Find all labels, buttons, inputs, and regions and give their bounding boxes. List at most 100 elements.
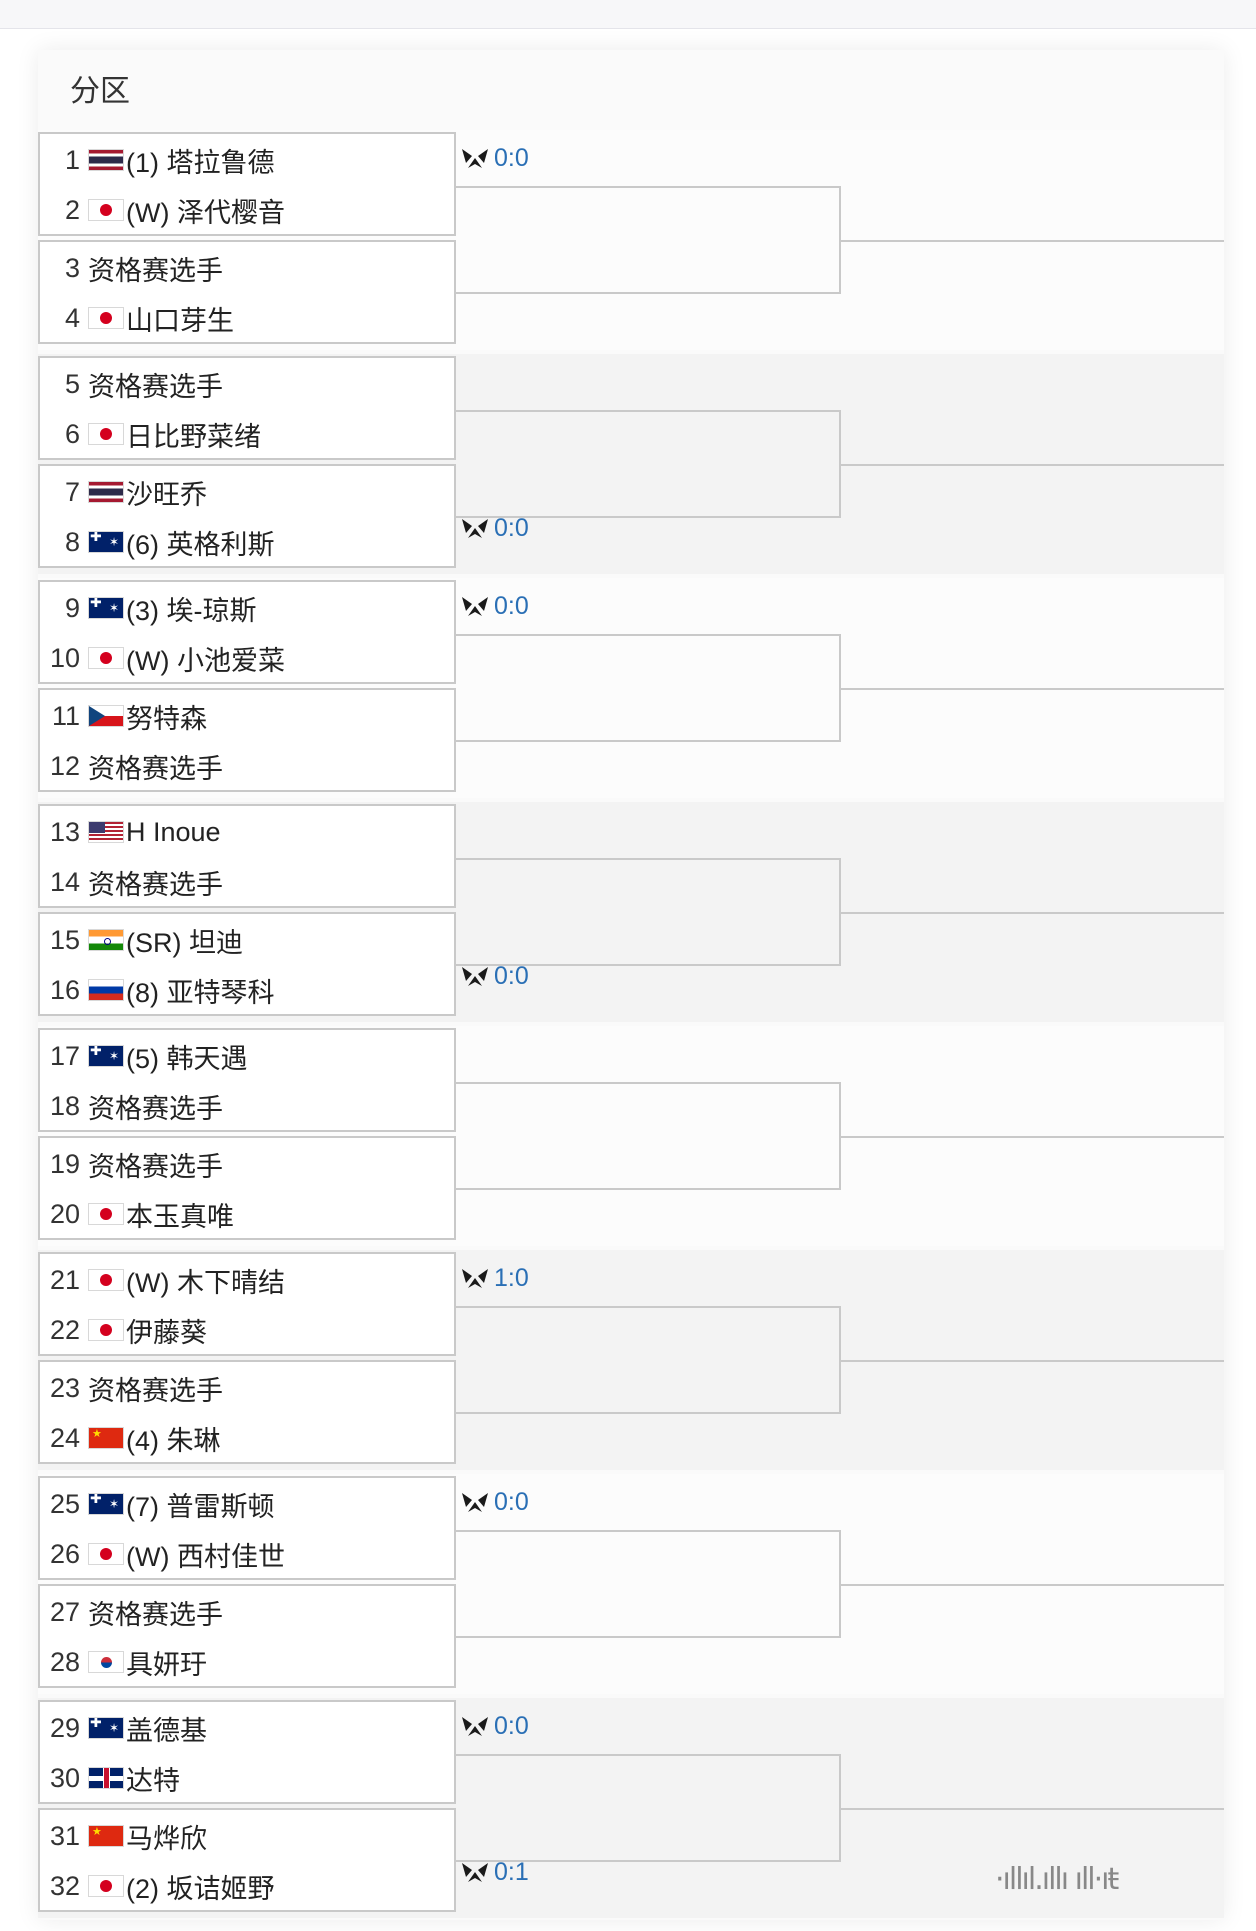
- player-name[interactable]: 山口芽生: [126, 305, 234, 336]
- player-name[interactable]: H Inoue: [126, 816, 221, 847]
- h2h-score[interactable]: 0:0: [460, 1488, 529, 1517]
- player-name[interactable]: (W) 泽代樱音: [126, 197, 285, 228]
- match-box[interactable]: 31马烨欣32(2) 坂诘姬野: [38, 1808, 456, 1912]
- player-row[interactable]: 8(6) 英格利斯: [40, 516, 275, 568]
- player-row[interactable]: 23 资格赛选手: [40, 1362, 223, 1414]
- player-name[interactable]: (W) 小池爱菜: [126, 645, 285, 676]
- player-row[interactable]: 21(W) 木下晴结: [40, 1254, 285, 1306]
- player-name[interactable]: 日比野菜绪: [126, 421, 261, 452]
- player-row[interactable]: 26(W) 西村佳世: [40, 1528, 285, 1580]
- player-name[interactable]: 资格赛选手: [88, 1599, 223, 1630]
- tennis-shuttle-icon: [460, 1490, 490, 1516]
- h2h-score[interactable]: 0:1: [460, 1858, 529, 1887]
- round3-connector: [841, 240, 1224, 242]
- h2h-score[interactable]: 0:0: [460, 514, 529, 543]
- h2h-score[interactable]: 0:0: [460, 962, 529, 991]
- player-row[interactable]: 15(SR) 坦迪: [40, 914, 243, 966]
- h2h-score[interactable]: 0:0: [460, 144, 529, 173]
- player-row[interactable]: 1 (1) 塔拉鲁德: [40, 134, 275, 186]
- jp-flag-icon: [88, 199, 124, 221]
- player-name[interactable]: (4) 朱琳: [126, 1425, 221, 1456]
- seed-number: 23: [49, 1372, 80, 1403]
- player-name[interactable]: 资格赛选手: [88, 1375, 223, 1406]
- player-name[interactable]: (6) 英格利斯: [126, 529, 275, 560]
- player-name[interactable]: (3) 埃-琼斯: [126, 595, 257, 626]
- player-name[interactable]: 资格赛选手: [88, 255, 223, 286]
- player-name[interactable]: (8) 亚特琴科: [126, 977, 275, 1008]
- score-text: 0:0: [494, 1488, 529, 1516]
- player-row[interactable]: 7 沙旺乔: [40, 466, 207, 518]
- player-row[interactable]: 31马烨欣: [40, 1810, 207, 1862]
- player-row[interactable]: 16(8) 亚特琴科: [40, 964, 275, 1016]
- player-name[interactable]: 资格赛选手: [88, 371, 223, 402]
- th-flag-icon: [88, 149, 124, 171]
- score-text: 0:0: [494, 1712, 529, 1740]
- h2h-score[interactable]: 0:0: [460, 1712, 529, 1741]
- player-row[interactable]: 10(W) 小池爱菜: [40, 632, 285, 684]
- player-name[interactable]: 沙旺乔: [126, 479, 207, 510]
- player-name[interactable]: 本玉真唯: [126, 1201, 234, 1232]
- player-name[interactable]: 努特森: [126, 703, 207, 734]
- seed-number: 1: [64, 144, 80, 175]
- player-name[interactable]: (7) 普雷斯顿: [126, 1491, 275, 1522]
- player-name[interactable]: 盖德基: [126, 1715, 207, 1746]
- player-name[interactable]: 资格赛选手: [88, 753, 223, 784]
- player-name[interactable]: 具妍玗: [126, 1649, 207, 1680]
- player-row[interactable]: 32(2) 坂诘姬野: [40, 1860, 275, 1912]
- player-name[interactable]: 达特: [126, 1765, 180, 1796]
- h2h-score[interactable]: 1:0: [460, 1264, 529, 1293]
- match-box[interactable]: 29盖德基30达特: [38, 1700, 456, 1804]
- player-name[interactable]: 马烨欣: [126, 1823, 207, 1854]
- match-box[interactable]: 23 资格赛选手 24(4) 朱琳: [38, 1360, 456, 1464]
- player-name[interactable]: (5) 韩天遇: [126, 1043, 248, 1074]
- player-row[interactable]: 29盖德基: [40, 1702, 207, 1754]
- player-name[interactable]: (W) 木下晴结: [126, 1267, 285, 1298]
- seed-number: 7: [64, 476, 80, 507]
- player-name[interactable]: (1) 塔拉鲁德: [126, 147, 275, 178]
- player-name[interactable]: 伊藤葵: [126, 1317, 207, 1348]
- match-box[interactable]: 1 (1) 塔拉鲁德 2(W) 泽代樱音: [38, 132, 456, 236]
- au-flag-icon: [88, 1717, 124, 1739]
- player-name[interactable]: (SR) 坦迪: [126, 927, 243, 958]
- player-row[interactable]: 2(W) 泽代樱音: [40, 184, 285, 236]
- h2h-score[interactable]: 0:0: [460, 592, 529, 621]
- player-name[interactable]: 资格赛选手: [88, 869, 223, 900]
- player-name[interactable]: 资格赛选手: [88, 1151, 223, 1182]
- player-name[interactable]: (W) 西村佳世: [126, 1541, 285, 1572]
- round3-connector: [841, 1136, 1224, 1138]
- player-row[interactable]: 24(4) 朱琳: [40, 1412, 221, 1464]
- player-row[interactable]: 17(5) 韩天遇: [40, 1030, 248, 1082]
- cn-flag-icon: [88, 1427, 124, 1449]
- player-row[interactable]: 25(7) 普雷斯顿: [40, 1478, 275, 1530]
- player-row[interactable]: 9(3) 埃-琼斯: [40, 582, 257, 634]
- player-name[interactable]: 资格赛选手: [88, 1093, 223, 1124]
- player-name[interactable]: (2) 坂诘姬野: [126, 1873, 275, 1904]
- match-box[interactable]: 7 沙旺乔 8(6) 英格利斯: [38, 464, 456, 568]
